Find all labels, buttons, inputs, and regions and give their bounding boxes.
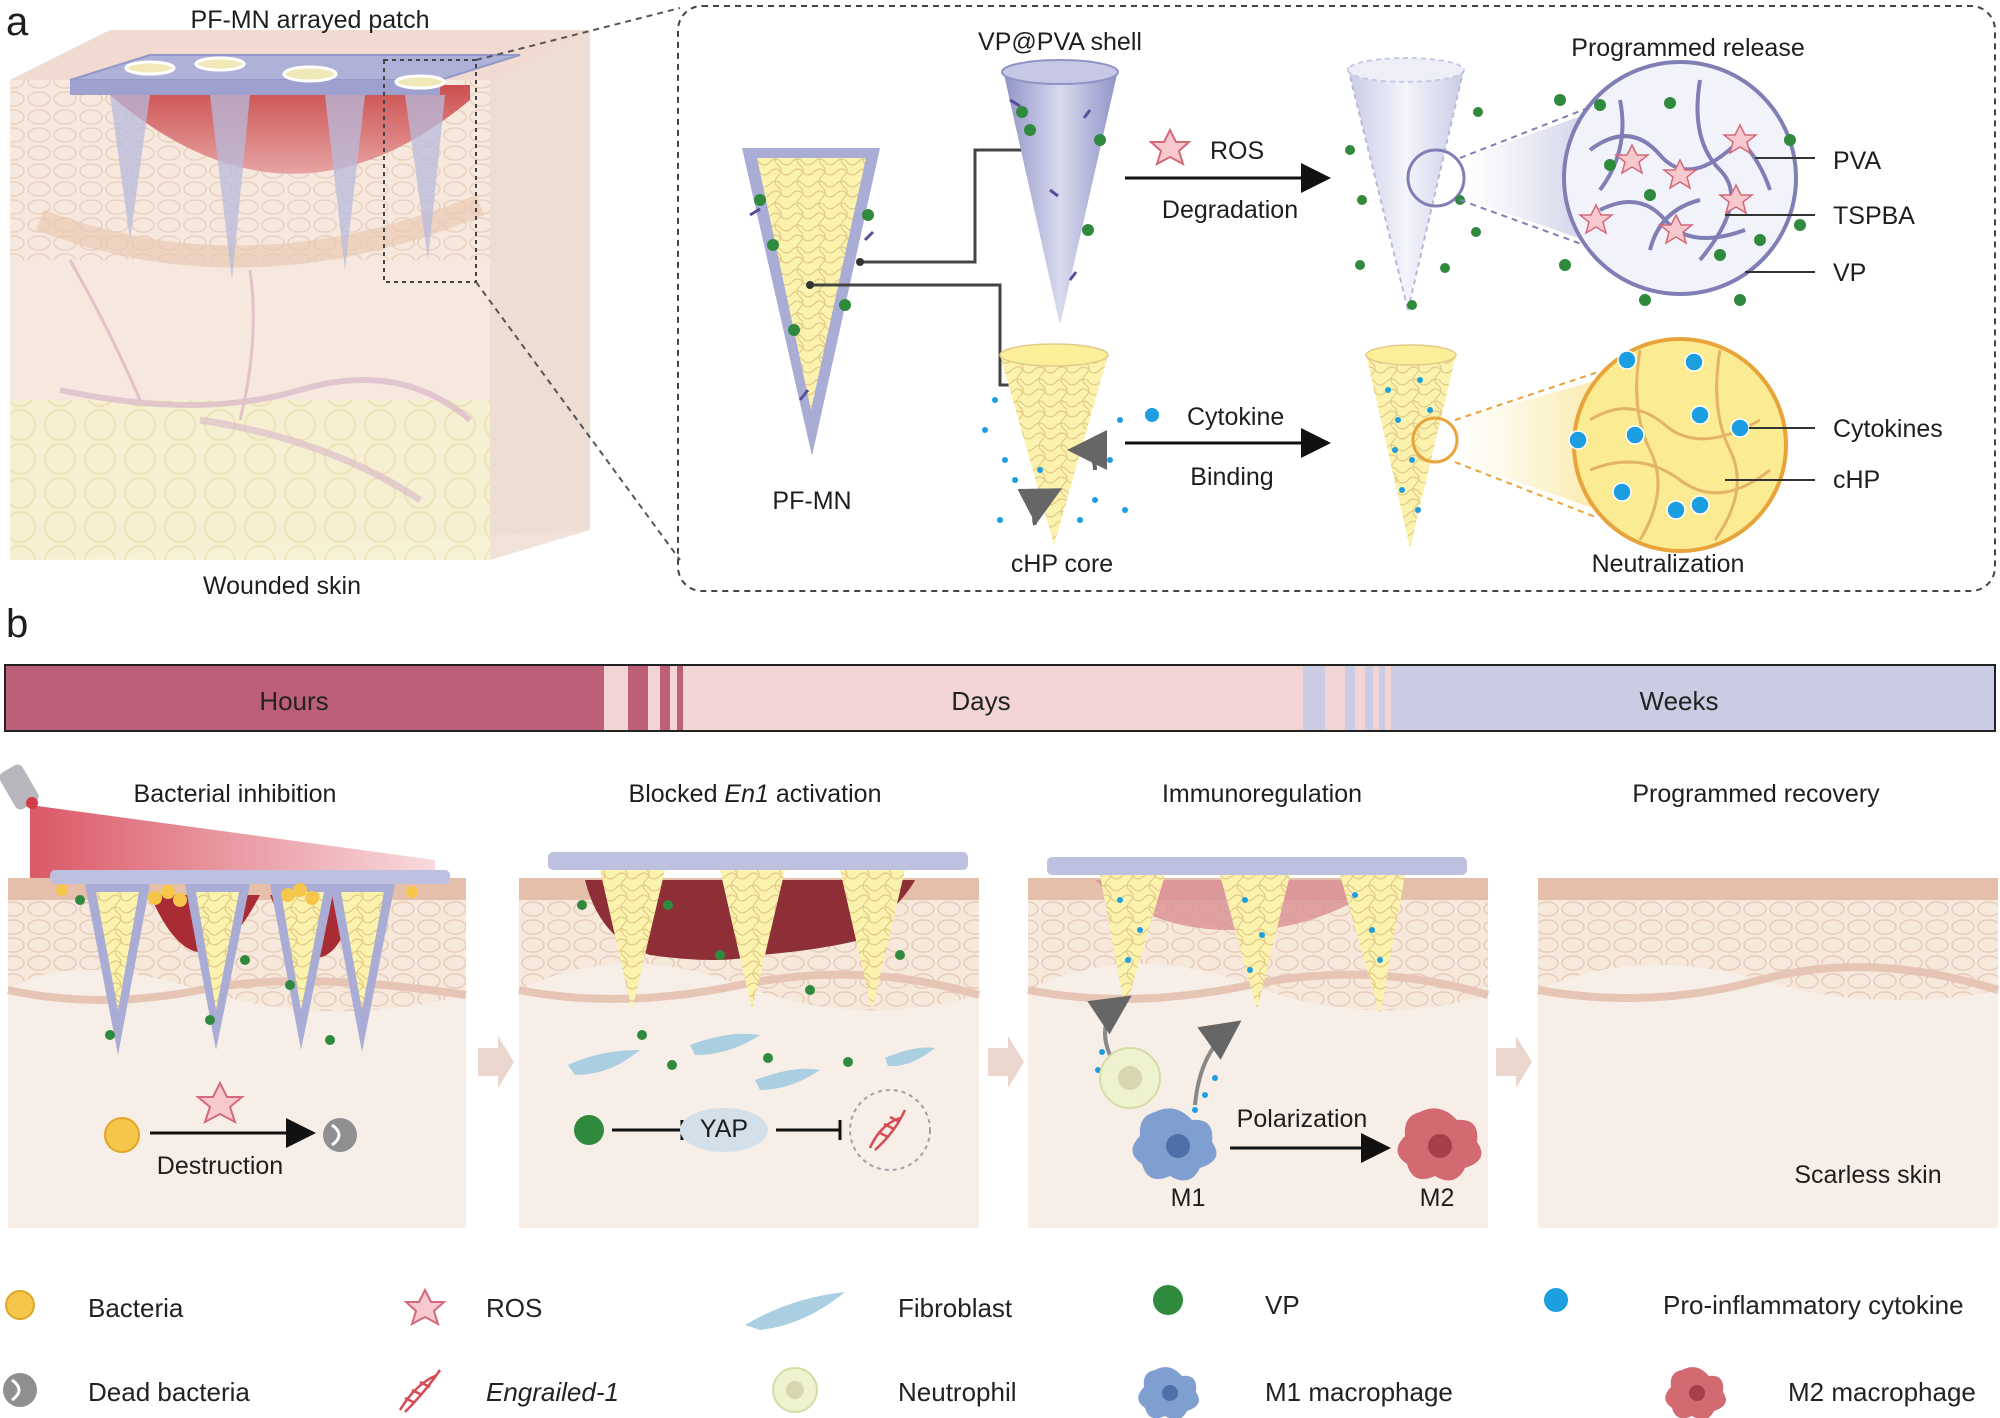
bacteria-icon bbox=[5, 1290, 35, 1320]
skin-block bbox=[10, 30, 590, 560]
stage-4-title: Programmed recovery bbox=[1632, 780, 1880, 808]
panel-b-letter: b bbox=[6, 602, 29, 646]
laser-device bbox=[0, 764, 39, 810]
degraded-shell bbox=[1347, 57, 1466, 311]
legend-cytokine: Pro-inflammatory cytokine bbox=[1663, 1290, 1964, 1320]
stage-1-title: Bacterial inhibition bbox=[133, 780, 337, 808]
degradation-label: Degradation bbox=[1161, 196, 1299, 224]
pva-zoom-fan bbox=[1464, 110, 1598, 245]
ros-label: ROS bbox=[1210, 137, 1265, 165]
m1-macrophage-icon bbox=[1138, 1367, 1199, 1418]
legend-ros: ROS bbox=[486, 1293, 543, 1323]
engrailed-icon bbox=[398, 1369, 442, 1413]
legend-engrailed: Engrailed-1 bbox=[486, 1377, 619, 1407]
vp-icon bbox=[1153, 1285, 1183, 1315]
vp-pva-shell bbox=[1001, 59, 1119, 325]
bound-core bbox=[1365, 344, 1459, 548]
needle-label: PF-MN bbox=[772, 487, 852, 515]
legend-dead-bacteria: Dead bacteria bbox=[88, 1377, 250, 1407]
legend-m1-macrophage: M1 macrophage bbox=[1265, 1377, 1453, 1407]
core-label: cHP core bbox=[1010, 550, 1114, 578]
zoom-connector-top bbox=[475, 7, 681, 61]
pva-network bbox=[1554, 60, 1815, 306]
timeline-hours-segment bbox=[6, 666, 604, 730]
pva-label: PVA bbox=[1833, 147, 1882, 175]
yap-label: YAP bbox=[699, 1115, 749, 1143]
timeline-bar: Hours Days Weeks bbox=[4, 664, 1996, 732]
m2-macrophage-icon bbox=[1665, 1367, 1726, 1418]
fibroblast-icon bbox=[745, 1292, 845, 1330]
binding-label: Binding bbox=[1190, 463, 1274, 491]
cytokine-label: Cytokine bbox=[1187, 403, 1285, 431]
programmed-release-label: Programmed release bbox=[1571, 34, 1805, 62]
chp-network bbox=[1568, 337, 1815, 553]
stage-arrow-3 bbox=[1496, 1036, 1532, 1088]
scarless-label: Scarless skin bbox=[1794, 1161, 1942, 1189]
timeline-days-label: Days bbox=[951, 686, 1011, 716]
timeline-days-segment bbox=[683, 666, 1303, 730]
m1-label: M1 bbox=[1170, 1184, 1206, 1212]
legend-m2-macrophage: M2 macrophage bbox=[1788, 1377, 1976, 1407]
stage-3-title: Immunoregulation bbox=[1161, 780, 1363, 808]
timeline-weeks-segment bbox=[1391, 666, 1994, 730]
polarization-label: Polarization bbox=[1236, 1105, 1368, 1133]
timeline-hours-label: Hours bbox=[259, 686, 329, 716]
stage-4-graphic bbox=[1537, 878, 2000, 1228]
pf-mn-needle bbox=[742, 148, 880, 456]
stage-arrow-2 bbox=[988, 1036, 1024, 1088]
core-arrow-1 bbox=[1017, 488, 1063, 526]
stage-2-graphic bbox=[518, 852, 981, 1228]
ros-star bbox=[1148, 127, 1192, 167]
patch-backing bbox=[69, 54, 521, 95]
timeline-weeks-label: Weeks bbox=[1639, 686, 1719, 716]
legend-icons bbox=[3, 1285, 1726, 1418]
shell-label: VP@PVA shell bbox=[978, 28, 1142, 56]
legend-neutrophil: Neutrophil bbox=[898, 1377, 1017, 1407]
neutralization-label: Neutralization bbox=[1591, 550, 1745, 578]
tspba-label: TSPBA bbox=[1833, 202, 1915, 230]
chp-label: cHP bbox=[1833, 466, 1881, 494]
patch-microneedles bbox=[110, 95, 445, 280]
cytokine-icon bbox=[1544, 1288, 1568, 1312]
cytokine-dot bbox=[1145, 408, 1159, 422]
shell-connector bbox=[860, 148, 1030, 264]
stage-arrow-1 bbox=[478, 1036, 514, 1088]
neutrophil-icon bbox=[772, 1367, 818, 1413]
patch-title: PF-MN arrayed patch bbox=[190, 6, 430, 34]
ros-icon bbox=[403, 1287, 447, 1327]
legend-fibroblast: Fibroblast bbox=[898, 1293, 1013, 1323]
detail-frame bbox=[677, 5, 1996, 592]
vp-label: VP bbox=[1833, 259, 1867, 287]
zoom-connector-bottom bbox=[475, 281, 681, 561]
destruction-label: Destruction bbox=[156, 1152, 284, 1180]
m2-label: M2 bbox=[1419, 1184, 1455, 1212]
chp-zoom-fan bbox=[1455, 380, 1598, 510]
cytokines-label: Cytokines bbox=[1833, 415, 1943, 443]
chp-core bbox=[999, 343, 1109, 545]
legend-bacteria: Bacteria bbox=[88, 1293, 184, 1323]
legend-vp: VP bbox=[1265, 1290, 1300, 1320]
wound-bed bbox=[110, 85, 470, 174]
stage-1-graphic bbox=[0, 764, 467, 1228]
skin-caption: Wounded skin bbox=[203, 572, 361, 600]
zoom-box bbox=[383, 59, 477, 283]
core-arrow-2 bbox=[1067, 430, 1108, 471]
released-vp bbox=[1345, 107, 1483, 310]
stage-3-graphic bbox=[1027, 857, 1490, 1228]
panel-a-letter: a bbox=[6, 0, 29, 44]
stage-2-title: Blocked En1 activation bbox=[628, 780, 882, 808]
